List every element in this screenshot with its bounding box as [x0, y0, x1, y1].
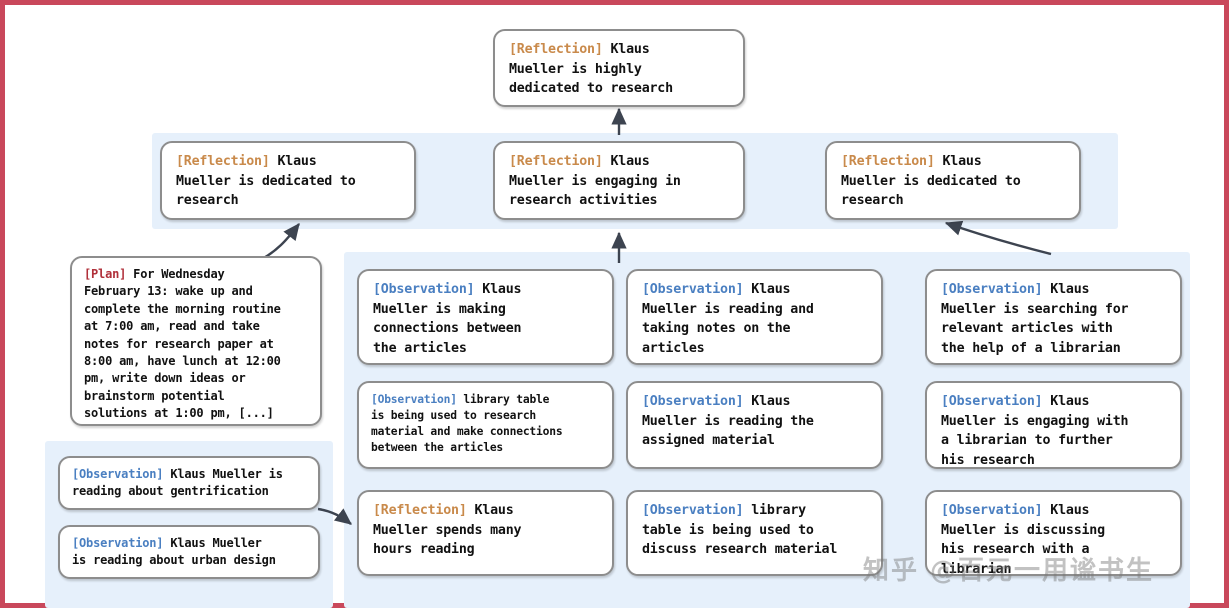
tag-observation: [Observation]: [941, 503, 1043, 518]
tag-reflection: [Reflection]: [176, 154, 270, 169]
node-col1-observation-1[interactable]: [Observation] Klaus Mueller is making co…: [357, 269, 614, 365]
tag-observation: [Observation]: [72, 467, 164, 481]
node-text: Klaus Mueller is dedicated to research: [841, 154, 1021, 209]
watermark: 知乎 @百元一用谧书生: [863, 556, 1155, 586]
node-text: Klaus Mueller is engaging in research ac…: [509, 154, 681, 209]
node-text: Klaus Mueller is discussing his research…: [941, 503, 1105, 576]
node-col2-observation-1[interactable]: [Observation] Klaus Mueller is reading a…: [626, 269, 883, 365]
tag-reflection: [Reflection]: [509, 42, 603, 57]
tag-observation: [Observation]: [72, 536, 164, 550]
node-left-observation-1[interactable]: [Observation] Klaus Mueller is reading a…: [58, 456, 320, 510]
tag-reflection: [Reflection]: [841, 154, 935, 169]
tag-observation: [Observation]: [373, 282, 475, 297]
tag-reflection: [Reflection]: [509, 154, 603, 169]
node-text: Klaus Mueller is dedicated to research: [176, 154, 356, 209]
node-reflection-left[interactable]: [Reflection] Klaus Mueller is dedicated …: [160, 141, 416, 220]
tag-observation: [Observation]: [642, 282, 744, 297]
node-reflection-right[interactable]: [Reflection] Klaus Mueller is dedicated …: [825, 141, 1081, 220]
node-text: Klaus Mueller spends many hours reading: [373, 503, 522, 558]
node-col2-observation-2[interactable]: [Observation] Klaus Mueller is reading t…: [626, 381, 883, 469]
tag-reflection: [Reflection]: [373, 503, 467, 518]
node-text: Klaus Mueller is engaging with a librari…: [941, 394, 1129, 468]
node-text: Klaus Mueller is reading about gentrific…: [72, 467, 283, 499]
node-text: For Wednesday February 13: wake up and c…: [84, 267, 281, 421]
node-plan[interactable]: [Plan] For Wednesday February 13: wake u…: [70, 256, 322, 426]
tag-observation: [Observation]: [371, 393, 457, 406]
tag-observation: [Observation]: [642, 394, 744, 409]
tag-plan: [Plan]: [84, 267, 127, 281]
tag-observation: [Observation]: [642, 503, 744, 518]
node-col2-observation-3[interactable]: [Observation] library table is being use…: [626, 490, 883, 576]
node-text: Klaus Mueller is reading about urban des…: [72, 536, 276, 568]
node-left-observation-2[interactable]: [Observation] Klaus Mueller is reading a…: [58, 525, 320, 579]
node-text: library table is being used to research …: [371, 393, 563, 455]
node-text: Klaus Mueller is making connections betw…: [373, 282, 522, 356]
node-col1-reflection[interactable]: [Reflection] Klaus Mueller spends many h…: [357, 490, 614, 576]
node-col3-observation-3[interactable]: [Observation] Klaus Mueller is discussin…: [925, 490, 1182, 576]
node-text: Klaus Mueller is reading and taking note…: [642, 282, 814, 356]
node-text: Klaus Mueller is reading the assigned ma…: [642, 394, 814, 449]
node-text: library table is being used to discuss r…: [642, 503, 838, 558]
node-top-reflection[interactable]: [Reflection] Klaus Mueller is highly ded…: [493, 29, 745, 107]
node-text: Klaus Mueller is highly dedicated to res…: [509, 42, 673, 97]
node-reflection-center[interactable]: [Reflection] Klaus Mueller is engaging i…: [493, 141, 745, 220]
tag-observation: [Observation]: [941, 394, 1043, 409]
node-col3-observation-1[interactable]: [Observation] Klaus Mueller is searching…: [925, 269, 1182, 365]
node-text: Klaus Mueller is searching for relevant …: [941, 282, 1129, 356]
tag-observation: [Observation]: [941, 282, 1043, 297]
node-col3-observation-2[interactable]: [Observation] Klaus Mueller is engaging …: [925, 381, 1182, 469]
node-col1-observation-2[interactable]: [Observation] library table is being use…: [357, 381, 614, 469]
